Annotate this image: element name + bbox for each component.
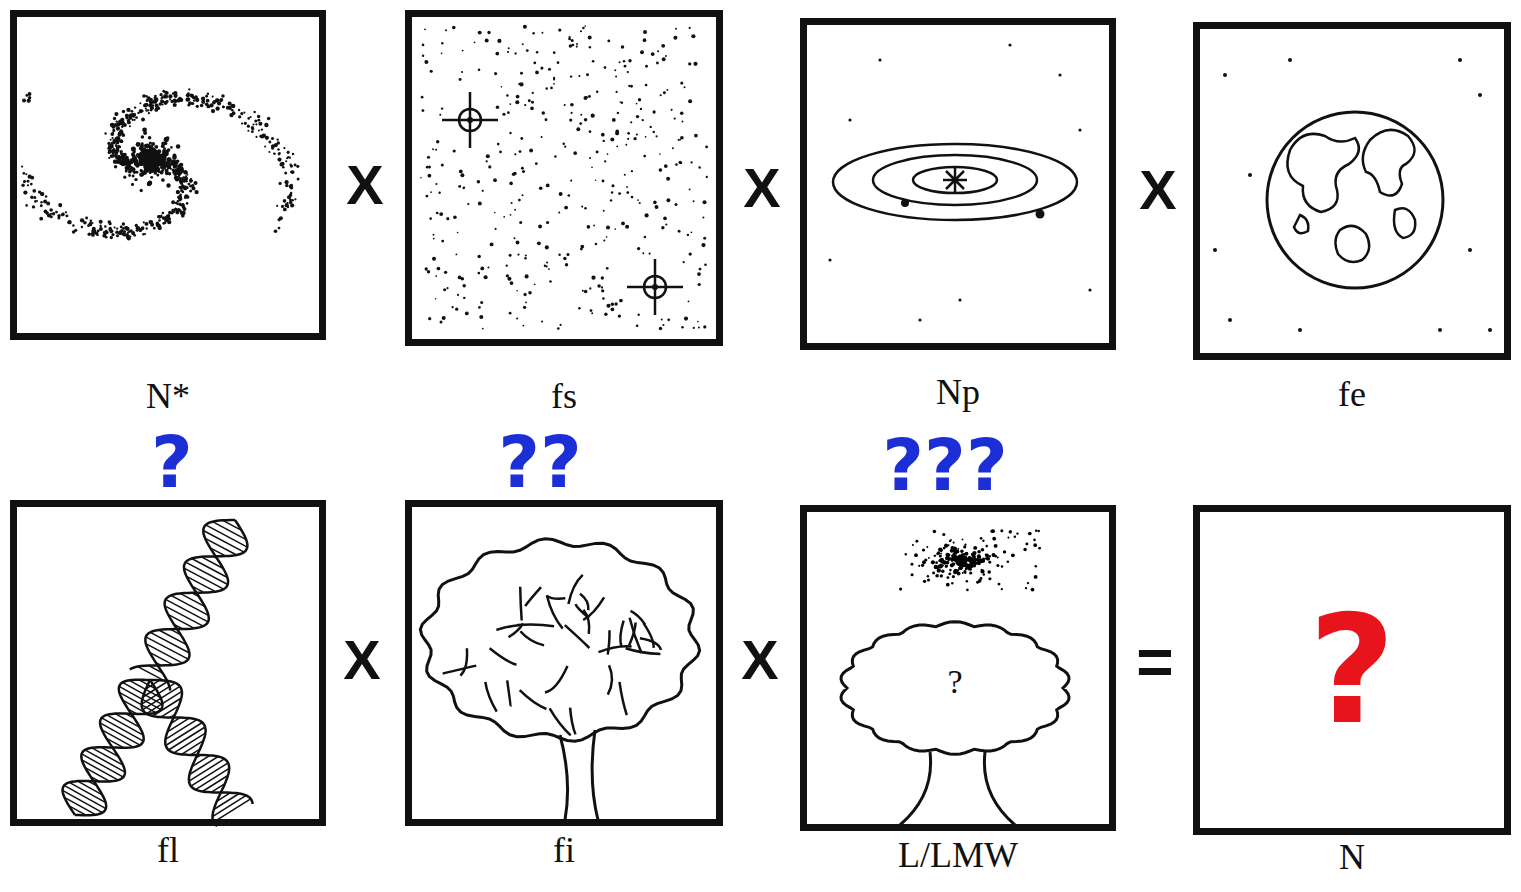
multiply-sign: X (741, 632, 778, 688)
factor-box: fl (10, 500, 326, 868)
factor-box: N* (10, 10, 326, 414)
factor-box: Np (800, 18, 1116, 410)
box-frame (405, 500, 723, 826)
factor-symbol: N* (10, 378, 326, 414)
planet-drawing (1213, 58, 1492, 332)
factor-box: fs (405, 10, 723, 414)
box-frame (10, 500, 326, 826)
factor-symbol: N (1193, 839, 1511, 875)
factor-symbol: fi (405, 832, 723, 868)
factor-symbol: fl (10, 832, 326, 868)
multiply-sign: X (1139, 162, 1176, 218)
factor-symbol: fe (1193, 376, 1511, 412)
star-field-drawing (420, 25, 708, 331)
box-frame (10, 10, 326, 340)
box-frame (800, 18, 1116, 350)
factor-symbol: Np (800, 374, 1116, 410)
brain-drawing (420, 539, 699, 820)
mushroom-cloud-drawing (841, 529, 1069, 825)
uncertainty-mark: ??? (882, 429, 1007, 501)
factor-box: fi (405, 500, 723, 868)
factor-box: ?N (1193, 505, 1511, 875)
uncertainty-mark: ? (151, 426, 193, 498)
factor-symbol: L/LMW (800, 837, 1116, 873)
multiply-sign: X (343, 632, 380, 688)
multiply-sign: X (346, 157, 383, 213)
box-frame: ? (1193, 505, 1511, 835)
galaxy-drawing (21, 88, 300, 240)
box-frame (1193, 22, 1511, 360)
cloud-question-mark: ? (947, 665, 962, 699)
uncertainty-mark: ?? (498, 426, 582, 498)
unknown-mark: ? (1308, 595, 1395, 745)
dna-drawing (63, 520, 253, 826)
box-frame (405, 10, 723, 346)
factor-symbol: fs (405, 378, 723, 414)
factor-box: fe (1193, 22, 1511, 412)
multiply-sign: X (743, 160, 780, 216)
planetary-system-drawing (828, 43, 1091, 321)
equals-sign: = (1136, 630, 1173, 694)
